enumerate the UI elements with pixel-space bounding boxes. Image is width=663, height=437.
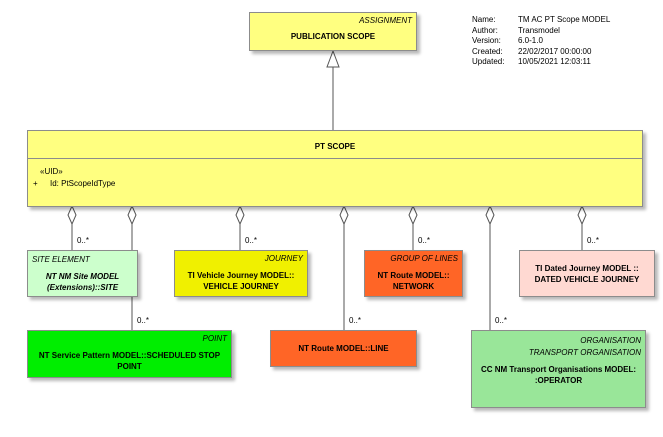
class-pt-scope[interactable]: PT SCOPE «UID» + Id: PtScopeIdType <box>27 130 643 207</box>
class-name-line-1: CC NM Transport Organisations MODEL: <box>480 365 637 374</box>
meta-value-updated: 10/05/2021 12:03:11 <box>518 57 591 67</box>
meta-label-name: Name: <box>472 15 496 24</box>
attribute-stereotype: «UID» <box>40 167 63 176</box>
class-line[interactable]: NT Route MODEL::LINE <box>270 330 417 367</box>
stereotype-label-organisation: ORGANISATION <box>580 336 641 345</box>
attribute-compartment-divider <box>28 158 642 159</box>
class-name: PUBLICATION SCOPE <box>290 32 376 41</box>
class-site[interactable]: SITE ELEMENT NT NM Site MODEL (Extension… <box>27 250 138 297</box>
meta-value-author: Transmodel <box>518 25 560 35</box>
stereotype-label: JOURNEY <box>264 254 303 263</box>
stereotype-label: GROUP OF LINES <box>390 254 458 263</box>
class-operator[interactable]: ORGANISATION TRANSPORT ORGANISATION CC N… <box>471 330 646 408</box>
class-name-line-2: DATED VEHICLE JOURNEY <box>534 275 640 284</box>
class-dated-vehicle-journey[interactable]: TI Dated Journey MODEL :: DATED VEHICLE … <box>519 250 655 297</box>
class-name-line-1: NT NM Site MODEL <box>45 272 120 281</box>
class-name-line-1: NT Route MODEL:: <box>377 271 450 280</box>
class-name-line-2: (Extensions)::SITE <box>46 283 119 292</box>
class-name-line-1: NT Service Pattern MODEL::SCHEDULED STOP <box>38 351 221 360</box>
class-name-line-2: POINT <box>117 362 142 371</box>
class-name: NT Service Pattern MODEL::SCHEDULED STOP… <box>28 350 231 372</box>
attribute-visibility: + <box>33 179 38 188</box>
class-name: NT Route MODEL:: NETWORK <box>365 270 462 292</box>
meta-value-name: TM AC PT Scope MODEL <box>518 15 611 24</box>
meta-value-created: 22/02/2017 00:00:00 <box>518 46 592 56</box>
stereotype-label: POINT <box>202 334 227 343</box>
class-publication-scope[interactable]: ASSIGNMENT PUBLICATION SCOPE <box>249 12 417 51</box>
multiplicity-network: 0..* <box>418 236 431 245</box>
multiplicity-vehicle-journey: 0..* <box>245 236 258 245</box>
class-network[interactable]: GROUP OF LINES NT Route MODEL:: NETWORK <box>364 250 463 297</box>
stereotype-label: ASSIGNMENT <box>359 16 412 25</box>
class-name: NT NM Site MODEL (Extensions)::SITE <box>28 271 137 293</box>
attribute-id: Id: PtScopeIdType <box>50 179 116 188</box>
class-name: CC NM Transport Organisations MODEL: :OP… <box>472 364 645 386</box>
meta-label-version: Version: <box>472 36 501 46</box>
class-scheduled-stop-point[interactable]: POINT NT Service Pattern MODEL::SCHEDULE… <box>27 330 232 378</box>
multiplicity-dated-vehicle-journey: 0..* <box>587 236 600 245</box>
class-name: PT SCOPE <box>314 142 356 151</box>
meta-label-created: Created: <box>472 46 503 56</box>
class-name-line-2: VEHICLE JOURNEY <box>203 282 279 291</box>
meta-label-author: Author: <box>472 25 498 35</box>
stereotype-label: SITE ELEMENT <box>32 255 90 264</box>
class-name: TI Vehicle Journey MODEL:: VEHICLE JOURN… <box>175 270 307 292</box>
diagram-metadata-values: TM AC PT Scope MODEL Transmodel 6.0-1.0 … <box>518 15 610 68</box>
multiplicity-scheduled-stop-point: 0..* <box>137 316 150 325</box>
class-name-line-1: TI Dated Journey MODEL :: <box>535 264 639 273</box>
diagram-metadata-labels: Name: Author: Version: Created: Updated: <box>472 15 504 68</box>
class-name-line-2: NETWORK <box>392 282 435 291</box>
class-vehicle-journey[interactable]: JOURNEY TI Vehicle Journey MODEL:: VEHIC… <box>174 250 308 297</box>
meta-value-version: 6.0-1.0 <box>518 36 543 46</box>
class-name-line-2: :OPERATOR <box>534 376 583 385</box>
meta-label-updated: Updated: <box>472 57 505 67</box>
class-name-line-1: TI Vehicle Journey MODEL:: <box>187 271 295 280</box>
stereotype-label-transport-organisation: TRANSPORT ORGANISATION <box>528 348 641 357</box>
multiplicity-line: 0..* <box>349 316 362 325</box>
class-name: NT Route MODEL::LINE <box>298 344 389 353</box>
generalization-arrowhead <box>326 49 340 68</box>
multiplicity-operator: 0..* <box>495 316 508 325</box>
multiplicity-site: 0..* <box>77 236 90 245</box>
class-name: TI Dated Journey MODEL :: DATED VEHICLE … <box>520 263 654 285</box>
